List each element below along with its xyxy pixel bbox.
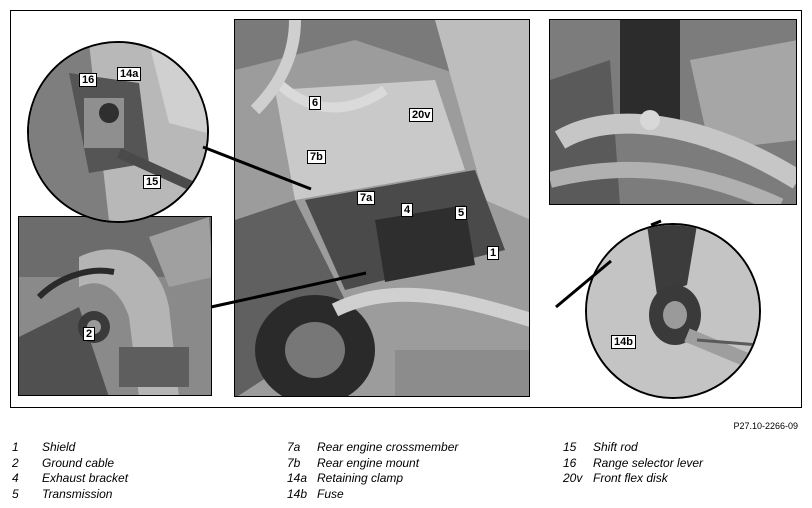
ground-cable-photo: 2 — [18, 216, 212, 396]
exhaust-area-photo — [549, 19, 797, 205]
callout-2: 2 — [83, 327, 96, 341]
callout-20v: 20v — [409, 108, 434, 122]
transmission-underside-photo: 6 20v 7b 7a 4 5 1 — [234, 19, 530, 397]
callout-15: 15 — [143, 175, 162, 189]
callout-7a: 7a — [357, 191, 376, 205]
range-selector-detail-circle: 16 14a 15 — [27, 41, 209, 223]
callout-14a: 14a — [117, 67, 142, 81]
fuse-detail-circle: 14b — [585, 223, 761, 399]
callout-1: 1 — [487, 246, 500, 260]
callout-16: 16 — [79, 73, 98, 87]
diagram-frame: 2 6 20v 7b 7a 4 5 1 — [10, 10, 802, 408]
callout-4: 4 — [401, 203, 414, 217]
callout-7b: 7b — [307, 150, 326, 164]
callout-5: 5 — [455, 206, 468, 220]
callout-14b: 14b — [611, 335, 636, 349]
callout-6: 6 — [309, 96, 322, 110]
figure-reference: P27.10-2266-09 — [733, 421, 798, 431]
